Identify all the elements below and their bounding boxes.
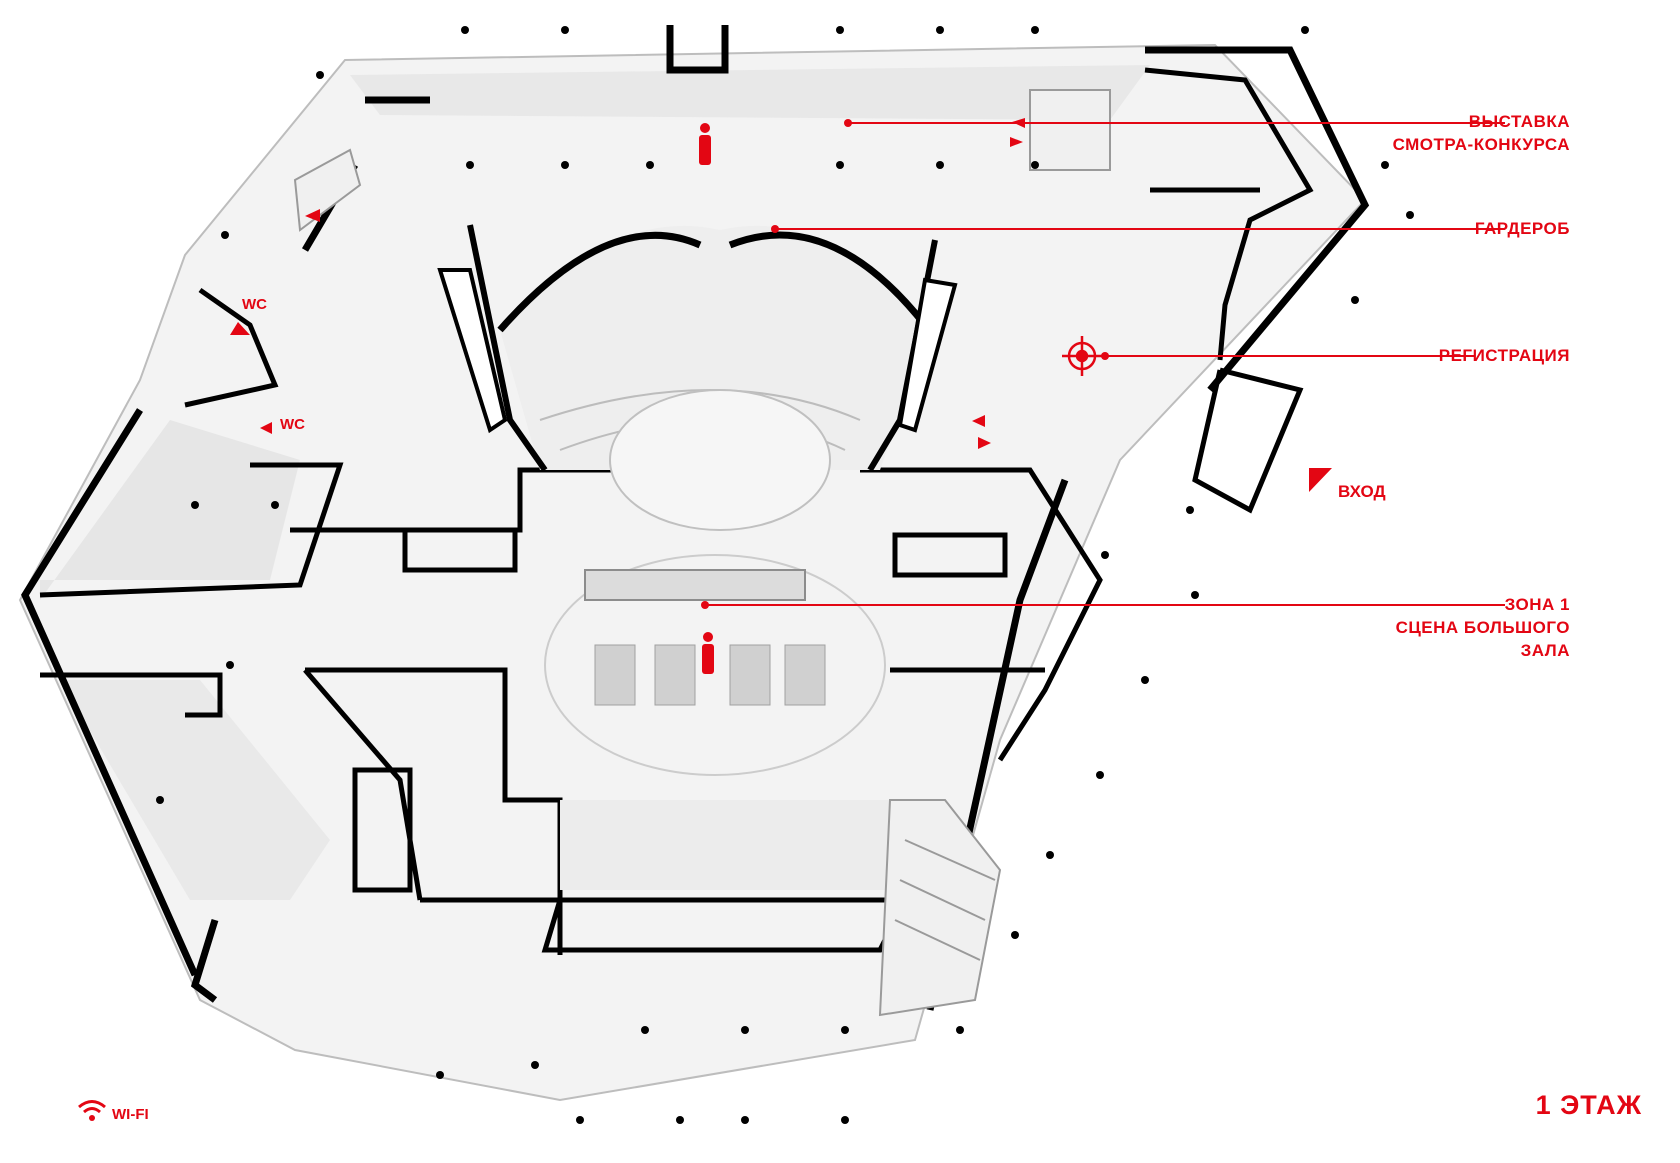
wifi-badge: WI-FI: [76, 1097, 149, 1123]
label-wc-upper: WC: [242, 296, 267, 313]
wifi-icon: [78, 1100, 106, 1121]
label-zone-line1: ЗОНА 1: [1504, 595, 1570, 614]
southwest-shade: [60, 680, 330, 900]
gallery-shade: [350, 65, 1150, 120]
stairs: [293, 89, 1111, 1017]
direction-arrow-icon: [230, 118, 1332, 492]
label-wardrobe: ГАРДЕРОБ: [1474, 219, 1570, 238]
label-exhibition-line2: СМОТРА-КОНКУРСА: [1392, 135, 1570, 154]
label-zone-line2: СЦЕНА БОЛЬШОГО: [1395, 618, 1570, 637]
label-exhibition: ВЫСТАВКА СМОТРА-КОНКУРСА: [1330, 110, 1570, 156]
floor-title: 1 ЭТАЖ: [1535, 1090, 1642, 1120]
registration-target-icon: [1062, 336, 1102, 376]
label-registration: РЕГИСТРАЦИЯ: [1438, 346, 1570, 365]
inner-walls: [39, 67, 1314, 955]
wifi-label: WI-FI: [112, 1106, 149, 1123]
person-icon: [699, 123, 711, 165]
label-wc-lower: WC: [280, 416, 305, 433]
leader-dots: [701, 119, 1109, 609]
columns: [156, 26, 1414, 1124]
label-entrance: ВХОД: [1338, 482, 1386, 501]
label-zone-line3: ЗАЛА: [1520, 641, 1570, 660]
central-hall: [437, 224, 958, 531]
label-zone-1: ЗОНА 1 СЦЕНА БОЛЬШОГО ЗАЛА: [1330, 593, 1570, 662]
leader-lines: [705, 122, 1505, 606]
stage-zone: [544, 554, 890, 890]
label-exhibition-line1: ВЫСТАВКА: [1468, 112, 1570, 131]
person-icon: [702, 632, 714, 674]
west-wing-shade: [40, 420, 300, 600]
